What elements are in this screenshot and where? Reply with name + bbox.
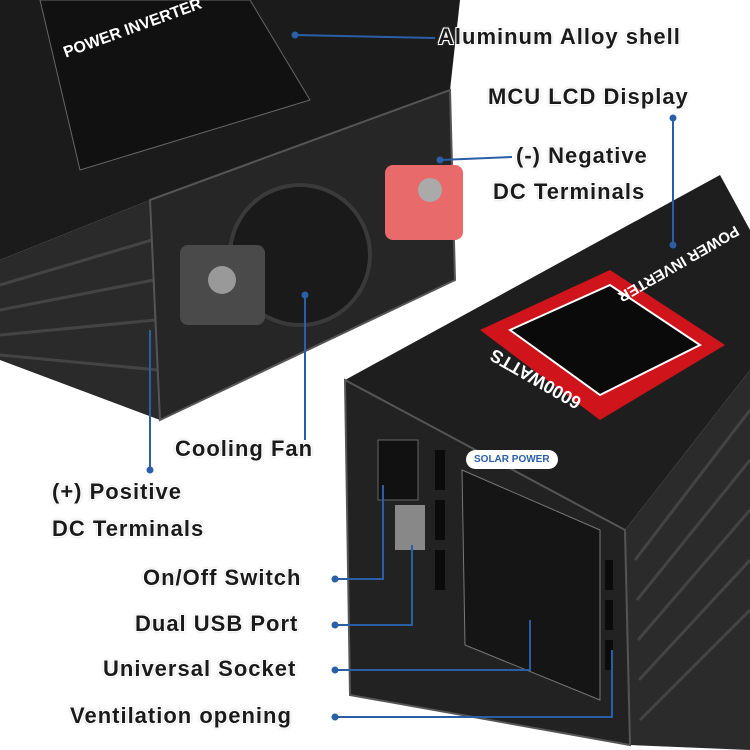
brand-logo: SOLAR POWER <box>466 450 558 469</box>
label-positive-line1: (+) Positive <box>52 479 182 504</box>
leader-lines <box>149 34 674 718</box>
universal-socket <box>461 469 601 701</box>
label-on-off-switch: On/Off Switch <box>143 565 302 590</box>
positive-terminal-bolt <box>208 266 236 294</box>
usb-ports <box>395 505 425 550</box>
negative-terminal-bolt <box>418 178 442 202</box>
label-negative-line1: (-) Negative <box>516 143 648 168</box>
label-lcd-display: MCU LCD Display <box>488 84 689 109</box>
right-inverter-fins <box>625 370 750 750</box>
vent-slots <box>435 450 613 670</box>
label-positive-line2: DC Terminals <box>52 516 205 541</box>
label-universal-socket: Universal Socket <box>103 656 297 681</box>
on-off-switch <box>377 439 419 501</box>
label-negative-line2: DC Terminals <box>493 179 646 204</box>
label-dual-usb: Dual USB Port <box>135 611 299 636</box>
label-cooling-fan: Cooling Fan <box>175 436 314 461</box>
left-inverter-label-panel <box>39 0 311 171</box>
label-aluminum-shell: Aluminum Alloy shell <box>438 24 681 49</box>
left-fin-lines <box>0 238 159 372</box>
leader-dots <box>146 31 677 721</box>
right-fin-lines <box>633 409 750 722</box>
lcd-screen <box>508 283 702 397</box>
negative-terminal <box>385 165 463 240</box>
label-ventilation: Ventilation opening <box>70 703 292 728</box>
